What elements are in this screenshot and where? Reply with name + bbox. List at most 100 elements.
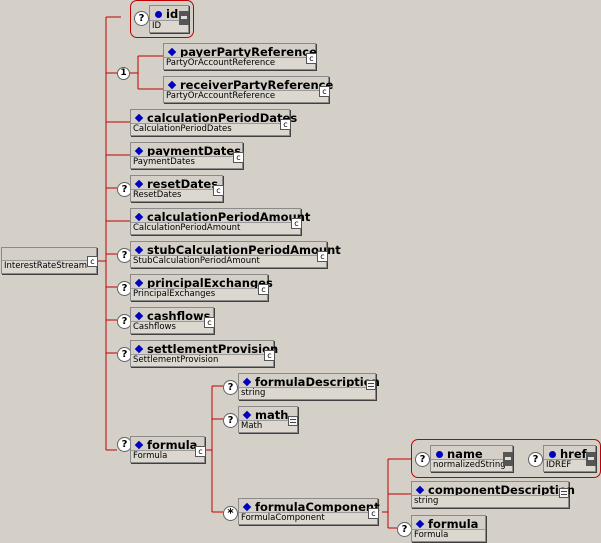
expand-button[interactable]: c: [213, 185, 224, 196]
element-node-math[interactable]: math Math: [238, 406, 298, 433]
choice-icon[interactable]: 1: [117, 67, 130, 80]
element-node-paymentdates[interactable]: paymentDates PaymentDates c: [130, 142, 244, 169]
element-diamond-icon: [134, 179, 144, 189]
element-diamond-icon: [134, 311, 144, 321]
element-node-nested-formula[interactable]: formula Formula: [411, 515, 486, 542]
attribute-type: ID: [152, 21, 162, 31]
element-diamond-icon: [415, 519, 425, 529]
element-name: payerPartyReference: [180, 45, 317, 59]
element-diamond-icon: [134, 344, 144, 354]
attribute-type: normalizedString: [433, 460, 506, 470]
expand-button[interactable]: c: [233, 152, 244, 163]
attribute-node-id[interactable]: id ID: [149, 5, 189, 33]
element-type: Cashflows: [133, 322, 176, 332]
expand-button[interactable]: c: [195, 446, 206, 457]
root-interestratestream-node[interactable]: InterestRateStream c: [1, 247, 98, 274]
element-diamond-icon: [134, 113, 144, 123]
expand-button[interactable]: c: [258, 284, 269, 295]
expand-button[interactable]: c: [317, 251, 328, 262]
attribute-name: name: [447, 447, 483, 461]
element-node-stubcalculationperiodamount[interactable]: stubCalculationPeriodAmount StubCalculat…: [130, 241, 341, 268]
element-node-cashflows[interactable]: cashflows Cashflows c: [130, 307, 215, 334]
optional-icon-id: ?: [134, 11, 149, 26]
element-name: componentDescription: [428, 483, 575, 497]
element-type: Formula: [414, 530, 449, 540]
optional-icon-principalexchanges: ?: [117, 281, 132, 296]
element-name: formulaComponent: [255, 500, 380, 514]
element-type: CalculationPeriodDates: [133, 124, 232, 134]
element-diamond-icon: [134, 212, 144, 222]
element-node-componentdescription[interactable]: componentDescription string: [411, 481, 575, 508]
element-type: Math: [241, 421, 263, 431]
attribute-tag-icon: [503, 452, 513, 466]
element-node-receiverpartyreference[interactable]: receiverPartyReference PartyOrAccountRef…: [163, 76, 333, 103]
element-node-calculationperiodamount[interactable]: calculationPeriodAmount CalculationPerio…: [130, 208, 310, 235]
optional-icon-math: ?: [223, 413, 238, 428]
expand-button[interactable]: c: [264, 350, 275, 361]
optional-icon-nested-formula: ?: [397, 522, 412, 537]
attribute-dot-icon: [549, 450, 556, 458]
attribute-name: id: [166, 7, 179, 21]
attribute-group-id: [130, 0, 194, 38]
element-type: string: [241, 388, 266, 398]
attribute-node-name[interactable]: name normalizedString: [430, 445, 513, 472]
element-node-payerpartyreference[interactable]: payerPartyReference PartyOrAccountRefere…: [163, 43, 317, 70]
expand-button[interactable]: c: [291, 218, 302, 229]
element-name: math: [255, 408, 289, 422]
attribute-tag-icon: [586, 452, 596, 466]
repeat-icon-formulacomponent: *: [223, 506, 238, 521]
simple-type-icon: [559, 488, 569, 498]
element-node-calculationperioddates[interactable]: calculationPeriodDates CalculationPeriod…: [130, 109, 297, 136]
optional-icon-name: ?: [415, 452, 430, 467]
element-name: resetDates: [147, 177, 219, 191]
element-type: SettlementProvision: [133, 355, 219, 365]
element-node-principalexchanges[interactable]: principalExchanges PrincipalExchanges c: [130, 274, 273, 301]
element-diamond-icon: [167, 47, 177, 57]
root-type-label: InterestRateStream: [4, 261, 87, 271]
element-name: stubCalculationPeriodAmount: [147, 243, 341, 257]
element-diamond-icon: [242, 377, 252, 387]
mixed-content-icon: [288, 416, 298, 426]
attribute-tag-icon: [179, 11, 189, 25]
element-name: paymentDates: [147, 144, 242, 158]
optional-icon-formuladescription: ?: [223, 380, 238, 395]
element-name: calculationPeriodAmount: [147, 210, 311, 224]
attribute-node-href[interactable]: href IDREF: [543, 445, 596, 472]
element-name: receiverPartyReference: [180, 78, 334, 92]
element-diamond-icon: [134, 146, 144, 156]
element-node-formuladescription[interactable]: formulaDescription string: [238, 373, 380, 400]
element-type: PartyOrAccountReference: [166, 91, 276, 101]
attribute-name: href: [560, 447, 587, 461]
expand-button[interactable]: c: [319, 86, 330, 97]
attribute-dot-icon: [155, 10, 162, 18]
expand-button[interactable]: c: [204, 317, 215, 328]
element-diamond-icon: [242, 410, 252, 420]
expand-button[interactable]: c: [306, 53, 317, 64]
element-name: formulaDescription: [255, 375, 380, 389]
element-type: PartyOrAccountReference: [166, 58, 276, 68]
element-diamond-icon: [134, 245, 144, 255]
element-name: principalExchanges: [147, 276, 273, 290]
element-name: cashflows: [147, 309, 211, 323]
element-name: settlementProvision: [147, 342, 279, 356]
element-name: formula: [428, 517, 479, 531]
element-node-resetdates[interactable]: resetDates ResetDates c: [130, 175, 224, 202]
element-diamond-icon: [134, 440, 144, 450]
element-node-formulacomponent[interactable]: formulaComponent FormulaComponent c: [238, 498, 380, 525]
expand-button[interactable]: c: [87, 256, 98, 267]
element-type: Formula: [133, 451, 168, 461]
element-diamond-icon: [134, 278, 144, 288]
element-diamond-icon: [167, 80, 177, 90]
element-node-settlementprovision[interactable]: settlementProvision SettlementProvision …: [130, 340, 278, 367]
element-diamond-icon: [415, 485, 425, 495]
element-type: StubCalculationPeriodAmount: [133, 256, 260, 266]
element-node-formula[interactable]: formula Formula c: [130, 436, 206, 463]
element-diamond-icon: [242, 502, 252, 512]
element-name: formula: [147, 438, 198, 452]
simple-type-icon: [366, 380, 376, 390]
element-type: string: [414, 496, 439, 506]
expand-button[interactable]: c: [368, 508, 379, 519]
element-type: PaymentDates: [133, 157, 195, 167]
expand-button[interactable]: c: [280, 119, 291, 130]
